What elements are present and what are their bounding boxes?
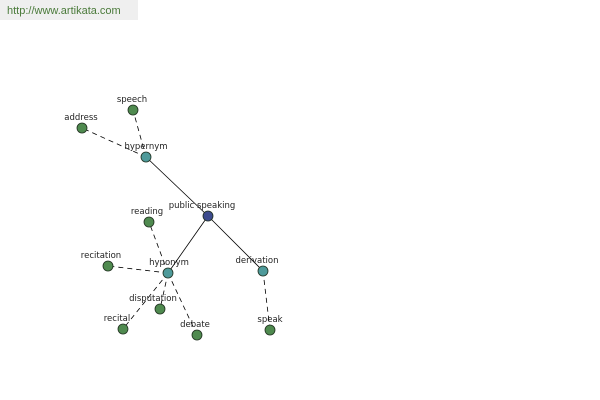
node-public-speaking[interactable]	[202, 210, 214, 222]
node-disputation[interactable]	[154, 303, 166, 315]
node-speak[interactable]	[264, 324, 276, 336]
node-label-debate: debate	[180, 320, 210, 330]
node-reading[interactable]	[143, 216, 155, 228]
node-label-speech: speech	[117, 95, 147, 105]
node-label-speak: speak	[257, 315, 282, 325]
node-address[interactable]	[76, 122, 88, 134]
edge-public_speaking-to-hyponym	[167, 215, 209, 274]
node-label-derivation: derivation	[235, 256, 278, 266]
edge-hypernym-to-speech	[132, 109, 147, 158]
node-label-recital: recital	[104, 314, 130, 324]
node-speech[interactable]	[127, 104, 139, 116]
edge-hyponym-to-disputation	[159, 272, 169, 310]
graph-nodes: public speaking hypernym hyponym derivation…	[64, 95, 283, 341]
edge-hyponym-to-reading	[148, 221, 169, 274]
node-label-recitation: recitation	[81, 251, 121, 261]
edge-public_speaking-to-hypernym	[145, 156, 209, 217]
node-label-hyponym: hyponym	[149, 258, 189, 268]
edge-hyponym-to-recital	[122, 272, 169, 330]
graph-edges	[81, 109, 271, 336]
node-label-address: address	[64, 113, 98, 123]
node-derivation[interactable]	[257, 265, 269, 277]
url-banner: http://www.artikata.com	[0, 0, 138, 20]
node-recitation[interactable]	[102, 260, 114, 272]
node-debate[interactable]	[191, 329, 203, 341]
node-label-reading: reading	[131, 207, 163, 217]
node-hyponym[interactable]	[162, 267, 174, 279]
node-label-public-speaking: public speaking	[169, 201, 236, 211]
edge-hyponym-to-recitation	[107, 265, 169, 274]
edge-public_speaking-to-derivation	[207, 215, 264, 272]
edge-hyponym-to-debate	[167, 272, 198, 336]
edge-hypernym-to-address	[81, 127, 147, 158]
site-url-link[interactable]: http://www.artikata.com	[7, 5, 121, 17]
node-label-hypernym: hypernym	[124, 142, 167, 152]
node-hypernym[interactable]	[140, 151, 152, 163]
node-label-disputation: disputation	[129, 294, 177, 304]
edge-derivation-to-speak	[262, 270, 271, 331]
node-recital[interactable]	[117, 323, 129, 335]
